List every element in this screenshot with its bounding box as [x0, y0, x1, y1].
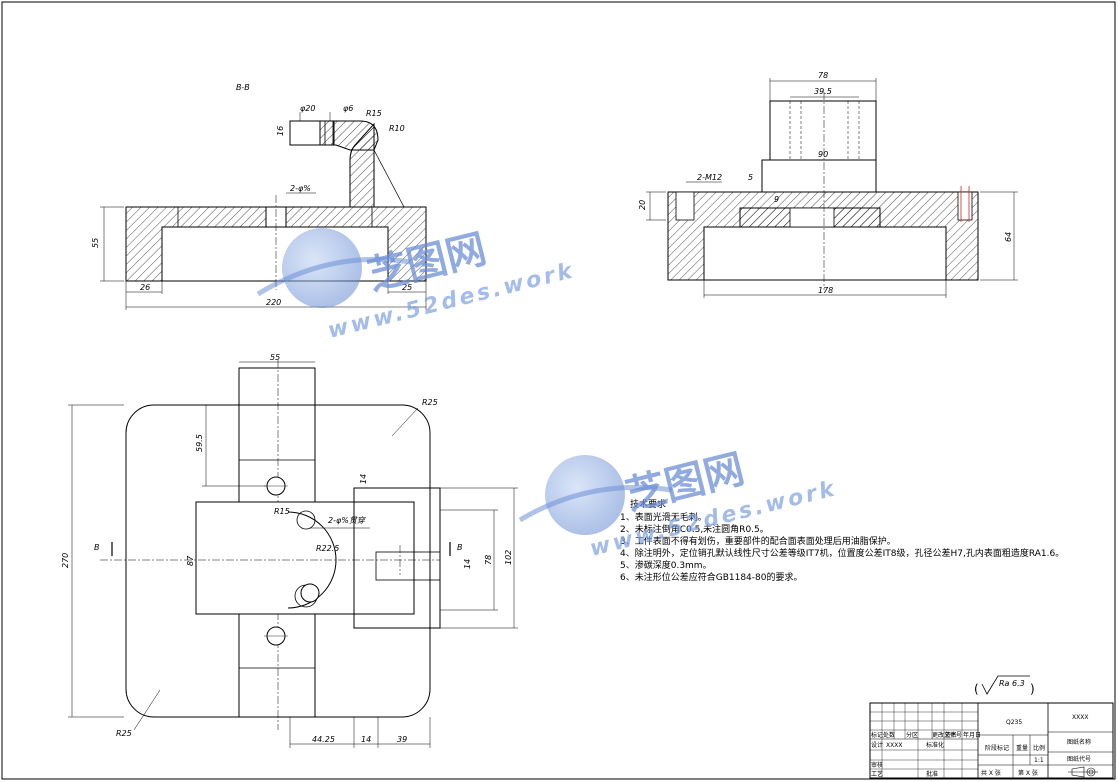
- roughness-value: Ra 6.3: [999, 679, 1025, 688]
- dim-phi6: φ6: [343, 104, 353, 113]
- dim-r15: R15: [366, 109, 382, 118]
- tech-req-item-1: 1、表面光滑无毛刺。: [620, 511, 707, 523]
- dim-phi20: φ20: [300, 104, 315, 113]
- tb-count: 处数: [883, 731, 895, 739]
- dim-64: 64: [1004, 232, 1013, 242]
- tb-mark: 标记: [871, 731, 883, 739]
- tb-drawing-code: 图纸代号: [1067, 755, 1091, 763]
- tb-designer-name: XXXX: [886, 742, 902, 749]
- tb-sheets-total: 共 X 张: [981, 769, 1001, 777]
- tb-stage-mark: 阶段标记: [985, 744, 1009, 752]
- dim-26: 26: [140, 283, 150, 292]
- projection-symbol: [1068, 766, 1098, 778]
- tb-change-no: 更改文件号: [932, 731, 962, 739]
- dim-14-bottom: 14: [361, 735, 371, 744]
- plan-view: 55 59.5 R25 270 14 R15 2-φ%贯穿 R22.5 87 1…: [61, 353, 518, 748]
- tech-req-item-5: 5、渗碳深度0.3mm。: [620, 559, 712, 571]
- tb-drawing-name: 图纸名称: [1067, 738, 1091, 746]
- tb-weight: 重量: [1016, 744, 1028, 752]
- dim-102: 102: [504, 550, 513, 565]
- title-block-text: Q235 XXXX 图纸名称 图纸代号 阶段标记 重量 比例 1:1 共 X 张…: [871, 714, 1098, 778]
- dim-59-5: 59.5: [195, 434, 204, 452]
- tb-material: Q235: [1006, 719, 1022, 726]
- tech-req-item-3: 3、工件表面不得有划伤，重要部件的配合面表面处理后用油脂保护。: [620, 535, 896, 547]
- dim-270: 270: [61, 553, 70, 568]
- dim-14-top: 14: [359, 474, 368, 484]
- svg-text:): ): [1030, 682, 1035, 696]
- dim-2-holes: 2-φ%: [290, 184, 311, 193]
- tb-process: 工艺: [871, 770, 883, 778]
- roughness-symbol: ( Ra 6.3 ): [974, 675, 1035, 696]
- front-section-view: 78 39.5 90 2-M12 5 9 20 64 178: [638, 71, 1018, 298]
- dim-5: 5: [748, 173, 753, 182]
- dim-20: 20: [638, 200, 647, 210]
- tech-req-item-4: 4、除注明外，定位销孔默认线性尺寸公差等级IT7机，位置度公差IT8级，孔径公差…: [620, 547, 1064, 559]
- tb-designer: 设计: [871, 741, 883, 749]
- dim-44-25: 44.25: [312, 735, 335, 744]
- dim-78: 78: [818, 71, 828, 80]
- tb-partition: 分区: [906, 731, 918, 739]
- dim-178: 178: [818, 286, 833, 295]
- dim-39: 39: [397, 735, 407, 744]
- dim-r10: R10: [389, 124, 405, 133]
- tb-standardize: 标准化: [926, 741, 944, 749]
- dim-r15-plan: R15: [274, 507, 290, 516]
- title-block: [869, 702, 1114, 779]
- dim-2-holes-through: 2-φ%贯穿: [328, 516, 366, 525]
- tb-sheet-no: 第 X 张: [1018, 769, 1038, 777]
- tb-review: 审核: [871, 761, 883, 769]
- section-view-b-b: B-B φ20 φ6 R15 R10 16 2-φ% 55: [91, 83, 427, 310]
- dim-55: 55: [270, 353, 280, 362]
- tb-date: 年月日: [963, 731, 981, 739]
- dim-87: 87: [186, 555, 195, 566]
- tb-scale: 1:1: [1034, 757, 1044, 764]
- dim-14-mid: 14: [463, 559, 472, 569]
- svg-text:(: (: [974, 682, 979, 696]
- dim-16: 16: [276, 126, 285, 136]
- tech-req-item-6: 6、未注形位公差应符合GB1184-80的要求。: [620, 571, 802, 583]
- dim-220: 220: [266, 298, 281, 307]
- tech-req-item-2: 2、未标注倒角C0.5,未注圆角R0.5。: [620, 523, 769, 535]
- dim-r25-bottom: R25: [116, 729, 132, 738]
- dim-55: 55: [91, 238, 100, 248]
- tb-sign: 签名: [945, 731, 957, 739]
- section-title: B-B: [236, 83, 250, 92]
- section-mark-left: B: [94, 543, 100, 552]
- dim-39-5: 39.5: [814, 87, 832, 96]
- tech-req-title: 技术要求: [630, 498, 666, 510]
- tech-requirements: 技术要求 1、表面光滑无毛刺。 2、未标注倒角C0.5,未注圆角R0.5。 3、…: [620, 498, 1064, 583]
- dim-2-m12: 2-M12: [697, 173, 722, 182]
- tb-approve: 批准: [926, 770, 938, 778]
- section-mark-right: B: [457, 543, 463, 552]
- dim-9: 9: [774, 195, 779, 204]
- dim-78-plan: 78: [484, 555, 493, 565]
- dim-r25-top: R25: [422, 398, 438, 407]
- dim-90: 90: [818, 150, 828, 159]
- dim-25: 25: [402, 283, 412, 292]
- tb-company: XXXX: [1072, 714, 1088, 721]
- tb-scale-label: 比例: [1033, 744, 1045, 752]
- watermark-1: 芝图网 www.52des.work: [256, 226, 577, 344]
- dim-r22-5: R22.5: [316, 544, 339, 553]
